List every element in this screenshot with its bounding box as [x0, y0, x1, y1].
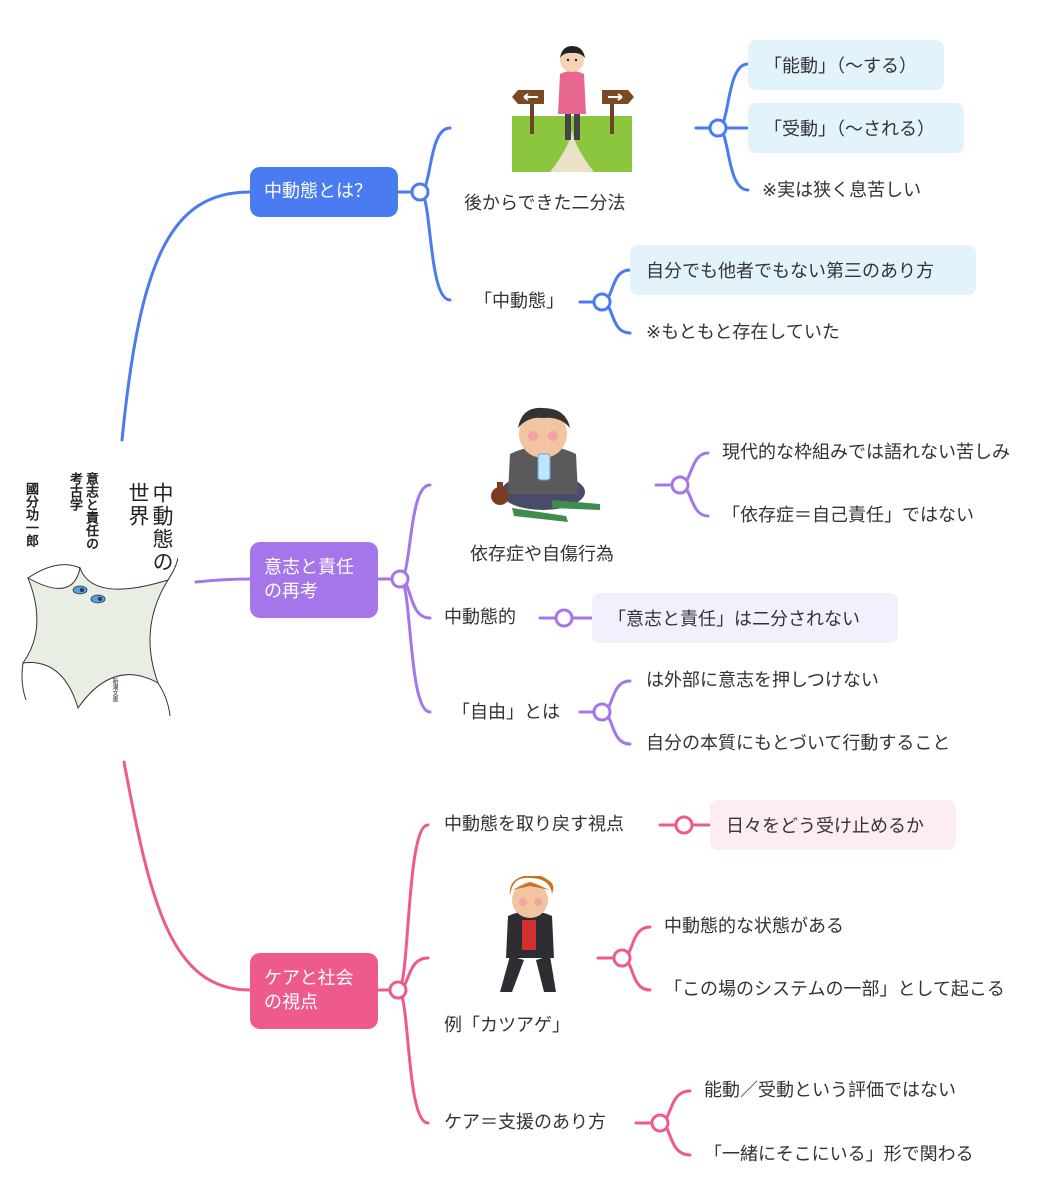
node-own-nature: 自分の本質にもとづいて行動すること — [646, 733, 951, 754]
branch-will-responsibility[interactable]: 意志と責任の再考 — [250, 542, 378, 618]
book-publisher: 新潮文庫 — [111, 678, 118, 702]
node-freedom: 「自由」とは — [452, 702, 560, 723]
crossroads-person-icon — [510, 46, 634, 172]
node-passive: 「受動」（〜される） — [748, 103, 964, 153]
node-suffering: 現代的な枠組みでは語れない苦しみ — [722, 442, 1010, 463]
node-addiction: 依存症や自傷行為 — [470, 544, 614, 565]
node-middle-voice: 「中動態」 — [474, 291, 564, 312]
extortion-student-icon — [494, 874, 566, 996]
book-author: 國分功一郎 — [23, 482, 38, 547]
branch-middle-voice[interactable]: 中動態とは？ — [250, 167, 398, 217]
book-title: 中動態の世界 — [126, 482, 174, 574]
node-daily: 日々をどう受け止めるか — [710, 800, 956, 850]
book-cover: 中動態の世界 意志と責任の考古学 國分功一郎 新潮文庫 — [18, 468, 178, 718]
node-be-together: 「一緒にそこにいる」形で関わる — [704, 1144, 974, 1165]
node-no-external-will: は外部に意志を押しつけない — [646, 670, 879, 691]
book-cover-art — [21, 557, 178, 717]
node-care: ケア＝支援のあり方 — [444, 1112, 606, 1133]
node-example: 例「カツアゲ」 — [444, 1015, 570, 1036]
node-existed: ※もともと存在していた — [646, 322, 840, 343]
node-middle-state: 中動態的な状態がある — [664, 916, 844, 937]
branch-care-society[interactable]: ケアと社会の視点 — [250, 953, 378, 1029]
node-dichotomy: 後からできた二分法 — [464, 193, 626, 214]
node-system-part: 「この場のシステムの一部」として起こる — [664, 979, 1005, 1000]
node-restore-view: 中動態を取り戻す視点 — [444, 814, 624, 835]
book-subtitle: 意志と責任の考古学 — [67, 472, 98, 550]
addicted-person-icon — [488, 404, 608, 526]
node-active: 「能動」（〜する） — [748, 40, 944, 90]
node-third-way: 自分でも他者でもない第三のあり方 — [630, 245, 976, 295]
node-middle-like: 中動態的 — [444, 607, 516, 628]
node-not-divided: 「意志と責任」は二分されない — [592, 593, 898, 643]
node-not-responsibility: 「依存症＝自己責任」ではない — [722, 505, 974, 526]
node-not-evaluation: 能動／受動という評価ではない — [704, 1080, 956, 1101]
node-narrow: ※実は狭く息苦しい — [762, 180, 922, 201]
